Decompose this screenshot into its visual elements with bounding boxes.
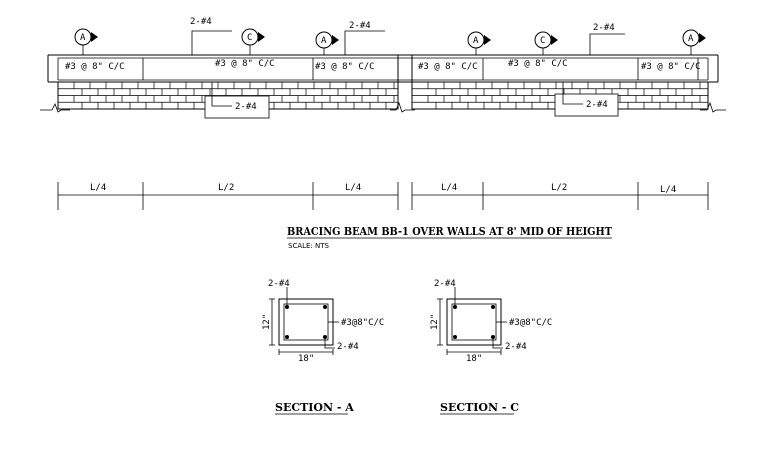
stirrup-label: #3@8"C/C <box>509 318 552 328</box>
beam-elevation: #3 @ 8" C/C #3 @ 8" C/C #3 @ 8" C/C #3 @… <box>47 17 719 83</box>
stirrup-outline <box>283 303 329 341</box>
drawing-title-text: BRACING BEAM BB-1 OVER WALLS AT 8' MID O… <box>287 225 613 238</box>
height-dimension-label: 12" <box>430 314 440 330</box>
section-marker-label: C <box>540 36 545 46</box>
section-marker-c[interactable]: C <box>534 31 558 55</box>
bottom-bars-leader <box>324 337 335 349</box>
section-marker-a[interactable]: A <box>467 31 491 55</box>
section-marker-a[interactable]: A <box>315 31 339 55</box>
rebar-dot <box>453 335 457 339</box>
stirrup-label: #3 @ 8" C/C <box>418 62 478 72</box>
bottom-bar-callout <box>554 93 619 117</box>
brick-wall: 2-#4 2-#4 <box>40 81 726 119</box>
section-marker-a[interactable]: A <box>682 29 706 55</box>
stirrup-label: #3 @ 8" C/C <box>65 62 125 72</box>
top-bar-label: 2-#4 <box>190 17 212 27</box>
section-marker-label: A <box>321 36 327 46</box>
dimension-label: L/4 <box>90 183 106 193</box>
stirrup-label: #3 @ 8" C/C <box>641 62 701 72</box>
break-line <box>390 101 415 113</box>
break-line <box>40 103 70 113</box>
section-marker-c[interactable]: C <box>241 28 265 55</box>
section-marker-label: C <box>247 33 252 43</box>
rebar-dot <box>323 305 327 309</box>
bottom-bar-label: 2-#4 <box>586 100 608 110</box>
section-a-detail: 2-#4 #3@8"C/C 2-#4 12" 18" SECTION - A <box>262 279 384 415</box>
width-dimension-label: 18" <box>466 354 482 364</box>
bottom-bar-label: 2-#4 <box>235 102 257 112</box>
top-bar-label: 2-#4 <box>349 21 371 31</box>
dimension-label: L/2 <box>218 183 234 193</box>
dimension-label: L/4 <box>441 183 457 193</box>
section-c-detail: 2-#4 #3@8"C/C 2-#4 12" 18" SECTION - C <box>430 279 552 415</box>
stirrup-label: #3 @ 8" C/C <box>215 59 275 69</box>
section-title: SECTION - C <box>440 401 519 414</box>
section-marker-a[interactable]: A <box>74 28 98 55</box>
bottom-bars-label: 2-#4 <box>337 342 359 352</box>
section-marker-label: A <box>688 34 694 44</box>
section-title: SECTION - A <box>275 401 354 414</box>
top-bar-leader <box>344 30 385 55</box>
width-dimension-label: 18" <box>298 354 314 364</box>
bottom-bar-leader <box>211 82 232 107</box>
height-dimension-label: 12" <box>262 314 272 330</box>
break-line <box>700 101 726 113</box>
top-bar-leader <box>589 33 625 55</box>
top-bar-label: 2-#4 <box>593 23 615 33</box>
top-bars-label: 2-#4 <box>268 279 290 289</box>
stirrup-outline <box>451 303 497 341</box>
section-marker-label: A <box>80 33 86 43</box>
bottom-bars-leader <box>492 337 503 349</box>
rebar-dot <box>285 335 289 339</box>
bottom-bars-label: 2-#4 <box>505 342 527 352</box>
dimension-label: L/4 <box>660 185 676 195</box>
dimension-line: L/4 L/2 L/4 L/4 L/2 L/4 <box>57 182 709 210</box>
top-bar-leader <box>191 30 232 55</box>
rebar-dot <box>491 305 495 309</box>
drawing-title: BRACING BEAM BB-1 OVER WALLS AT 8' MID O… <box>287 225 613 250</box>
stirrup-label: #3 @ 8" C/C <box>508 59 568 69</box>
bottom-bar-callout <box>204 95 270 119</box>
scale-note: SCALE: NTS <box>288 242 330 250</box>
stirrup-label: #3 @ 8" C/C <box>315 62 375 72</box>
dimension-label: L/4 <box>345 183 361 193</box>
top-bars-label: 2-#4 <box>434 279 456 289</box>
section-marker-label: A <box>473 36 479 46</box>
bottom-bar-leader <box>562 82 583 105</box>
dimension-label: L/2 <box>551 183 567 193</box>
stirrup-label: #3@8"C/C <box>341 318 384 328</box>
